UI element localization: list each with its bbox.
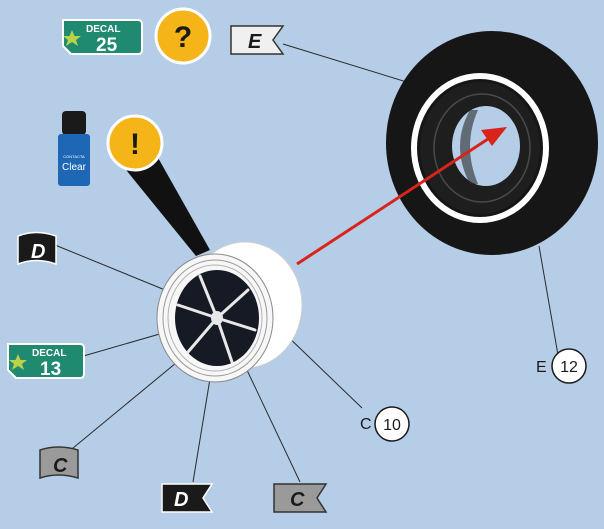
assembly-arrow bbox=[296, 127, 507, 266]
callout-e-12-letter: E bbox=[536, 359, 547, 376]
decal-13-badge: DECAL 13 bbox=[7, 343, 85, 380]
tire-bore-shadow bbox=[460, 110, 478, 184]
bottle-cap bbox=[62, 111, 86, 135]
flag-c-bottom-right: C bbox=[273, 483, 328, 513]
callout-c-10-circle bbox=[374, 406, 410, 442]
hub-rim-line-inner bbox=[167, 264, 263, 372]
decal-25-badge: DECAL 25 bbox=[62, 19, 143, 56]
hub-center-cap bbox=[211, 311, 223, 325]
tire-white-ring bbox=[411, 73, 549, 223]
flag-c-lower-left-label: C bbox=[53, 455, 68, 477]
callout-e-12: E 12 bbox=[536, 348, 587, 384]
tire-inner-groove bbox=[433, 93, 531, 203]
flag-c-bottom-right-label: C bbox=[290, 489, 305, 511]
leader-callout-e12 bbox=[538, 245, 559, 356]
callout-c-10: C 10 bbox=[360, 406, 410, 442]
exclamation-mark-icon: ! bbox=[130, 128, 140, 161]
flag-d-bottom: D bbox=[161, 483, 214, 513]
callout-e-12-number: 12 bbox=[560, 359, 578, 376]
decal-25-label: DECAL bbox=[86, 24, 120, 35]
flag-e-tire-label: E bbox=[248, 31, 262, 53]
decal-13-number: 13 bbox=[40, 359, 61, 380]
exclamation-hint: ! bbox=[106, 114, 164, 172]
flag-c-lower-left: C bbox=[39, 446, 79, 480]
flag-d-hub-label: D bbox=[31, 241, 45, 263]
callout-c-10-letter: C bbox=[360, 416, 372, 433]
bottle-label: Clear bbox=[62, 162, 87, 173]
bottle-body bbox=[58, 134, 90, 186]
star-icon bbox=[9, 354, 27, 370]
callout-c-10-number: 10 bbox=[383, 417, 401, 434]
decal-13-label: DECAL bbox=[32, 348, 66, 359]
bottle-brand: CONTACTA bbox=[63, 154, 85, 159]
callout-e-12-circle bbox=[551, 348, 587, 384]
exclamation-hint-circle bbox=[106, 114, 164, 172]
hub bbox=[156, 241, 303, 383]
hub-rim-line bbox=[162, 259, 268, 377]
assembly-arrow-shaft bbox=[296, 135, 492, 266]
question-mark-icon: ? bbox=[174, 21, 192, 54]
flag-d-bottom-label: D bbox=[174, 489, 188, 511]
assembly-arrow-head bbox=[481, 127, 507, 146]
leader-callout-c10 bbox=[280, 329, 363, 409]
decal-25-number: 25 bbox=[96, 35, 118, 56]
clear-bottle: CONTACTA Clear bbox=[58, 111, 90, 186]
hub-spokes bbox=[176, 274, 257, 364]
question-hint: ? bbox=[154, 7, 212, 65]
flag-e-tire: E bbox=[230, 25, 285, 55]
flag-d-hub: D bbox=[17, 231, 57, 266]
question-hint-circle bbox=[154, 7, 212, 65]
star-icon bbox=[63, 30, 81, 46]
